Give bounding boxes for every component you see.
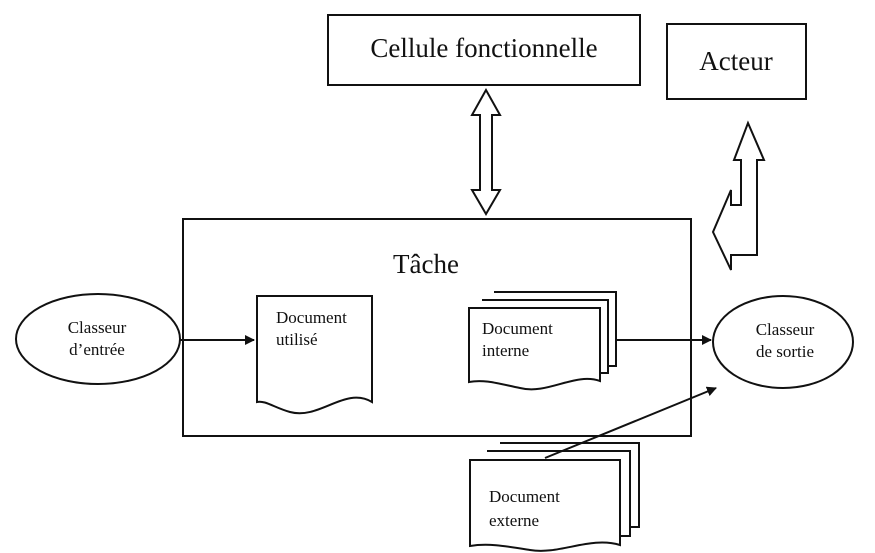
classeur-entree-shape (15, 293, 181, 385)
classeur-sortie-line1: Classeur (756, 320, 815, 339)
classeur-sortie-shape (712, 295, 854, 389)
acteur-label: Acteur (699, 46, 772, 76)
classeur-entree-line2: d’entrée (69, 340, 125, 359)
document-utilise-shape (256, 295, 373, 415)
tache-box (182, 218, 692, 437)
document-utilise-line2: utilisé (276, 330, 318, 349)
classeur-sortie-line2: de sortie (756, 342, 814, 361)
double-arrow-icon (470, 87, 502, 216)
document-externe-shape (469, 459, 621, 552)
document-externe-line2: externe (489, 511, 539, 530)
classeur-entree-line1: Classeur (68, 318, 127, 337)
cellule-label: Cellule fonctionnelle (370, 33, 597, 63)
document-interne-shape (468, 307, 601, 391)
document-externe-line1: Document (489, 487, 560, 506)
tache-label: Tâche (393, 249, 459, 279)
cellule-box (327, 14, 641, 86)
acteur-box (666, 23, 807, 100)
document-interne-line2: interne (482, 341, 529, 360)
document-utilise-line1: Document (276, 308, 347, 327)
bent-arrow-icon (711, 120, 766, 271)
document-interne-line1: Document (482, 319, 553, 338)
arrow-externe-sortie (544, 386, 717, 459)
